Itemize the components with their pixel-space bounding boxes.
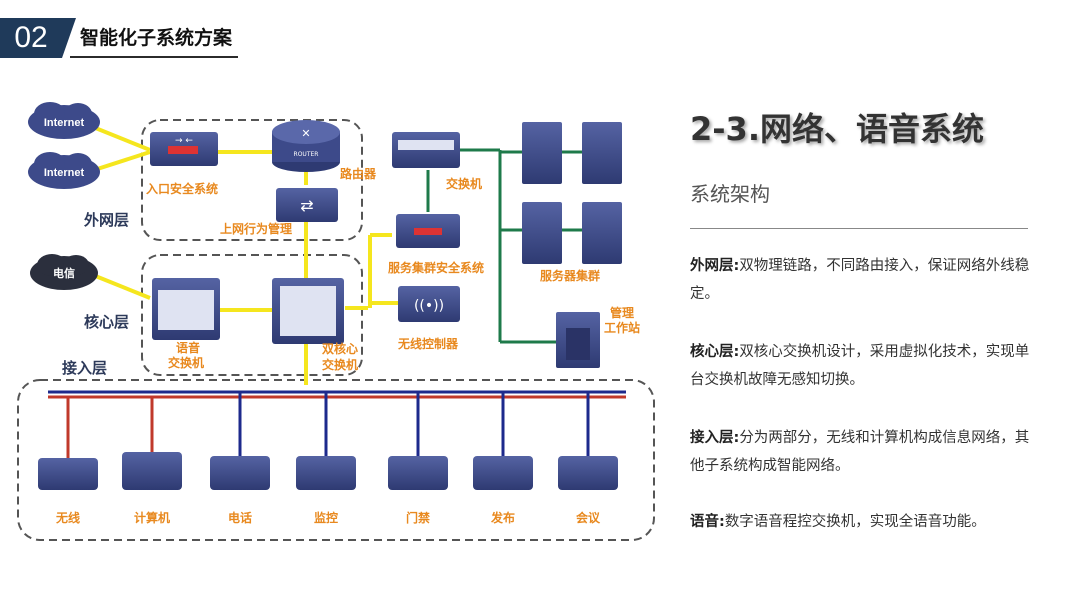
- slide-header: 02 智能化子系统方案: [0, 18, 238, 58]
- server-cluster: [522, 122, 622, 264]
- svg-text:((•)): ((•)): [414, 298, 444, 314]
- desc-core-layer: 核心层:双核心交换机设计，采用虚拟化技术，实现单台交换机故障无感知切换。: [690, 338, 1040, 394]
- endpoint-label-wireless: 无线: [55, 510, 80, 525]
- label-router: 路由器: [340, 166, 377, 181]
- cloud-telecom: 电信: [30, 254, 98, 290]
- endpoint-label-surveillance: 监控: [314, 510, 338, 525]
- management-workstation: [556, 312, 600, 368]
- network-diagram: Internet Internet 电信 → ← ✕ ROUTER ⇄: [0, 80, 660, 580]
- label-switch: 交换机: [446, 176, 482, 191]
- layer-label-access: 接入层: [62, 359, 107, 377]
- cloud-label: Internet: [44, 117, 85, 129]
- endpoint-label-access-control: 门禁: [406, 510, 430, 525]
- desc-text: 数字语音程控交换机，实现全语音功能。: [724, 514, 986, 530]
- layer-label-core: 核心层: [84, 313, 129, 331]
- layer-label-outer: 外网层: [83, 211, 129, 229]
- router-device: ✕ ROUTER: [272, 120, 340, 172]
- endpoint-label-conference: 会议: [576, 510, 601, 525]
- section-divider: [690, 228, 1028, 229]
- label-wireless-controller: 无线控制器: [397, 336, 459, 351]
- label-dual-core-line1: 双核心: [322, 341, 358, 356]
- cluster-security-device: [396, 214, 460, 248]
- endpoint-label-computer: 计算机: [134, 510, 170, 525]
- header-underline: [70, 56, 238, 58]
- label-cluster-security: 服务集群安全系统: [388, 260, 484, 275]
- network-diagram-svg: Internet Internet 电信 → ← ✕ ROUTER ⇄: [17, 102, 655, 541]
- outer-layer-box: [141, 119, 363, 241]
- label-voice-switch-line1: 语音: [176, 340, 200, 355]
- svg-text:✕: ✕: [301, 127, 310, 140]
- endpoint-label-phone: 电话: [228, 510, 252, 525]
- label-server-cluster: 服务器集群: [540, 268, 600, 283]
- cloud-label: Internet: [44, 167, 85, 179]
- desc-text: 分为两部分，无线和计算机构成信息网络，其他子系统构成智能网络。: [690, 430, 1030, 474]
- label-management-line2: 工作站: [604, 320, 640, 335]
- router-badge: ROUTER: [294, 151, 319, 158]
- desc-term: 接入层:: [690, 430, 740, 446]
- desc-text: 双核心交换机设计，采用虚拟化技术，实现单台交换机故障无感知切换。: [690, 344, 1030, 388]
- desc-voice: 语音:数字语音程控交换机，实现全语音功能。: [690, 508, 1040, 536]
- header-title: 智能化子系统方案: [80, 27, 233, 49]
- entry-security-device: → ←: [150, 132, 218, 166]
- section-title: 2-3.网络、语音系统: [690, 110, 984, 148]
- cloud-internet-2: Internet: [28, 152, 100, 189]
- label-entry-security: 入口安全系统: [146, 181, 218, 196]
- endpoint-label-publishing: 发布: [490, 510, 515, 525]
- access-drops: [66, 392, 590, 460]
- switch-device: [392, 132, 460, 168]
- access-layer-box: [17, 379, 655, 541]
- endpoint-devices: [38, 452, 618, 490]
- svg-text:⇄: ⇄: [300, 196, 313, 215]
- section-subtitle: 系统架构: [690, 182, 770, 206]
- section-number-badge: 02: [0, 18, 62, 58]
- cloud-internet-1: Internet: [28, 102, 100, 139]
- desc-term: 外网层:: [690, 258, 740, 274]
- core-layer-box: [141, 254, 363, 376]
- label-behavior-management: 上网行为管理: [220, 221, 292, 236]
- desc-outer-layer: 外网层:双物理链路，不同路由接入，保证网络外线稳定。: [690, 252, 1040, 308]
- label-management-line1: 管理: [610, 305, 634, 320]
- desc-text: 双物理链路，不同路由接入，保证网络外线稳定。: [690, 258, 1030, 302]
- label-voice-switch-line2: 交换机: [168, 355, 204, 370]
- desc-access-layer: 接入层:分为两部分，无线和计算机构成信息网络，其他子系统构成智能网络。: [690, 424, 1040, 480]
- badge-arrow: [62, 18, 76, 58]
- behavior-management-device: ⇄: [276, 188, 338, 222]
- voice-switch-device: [152, 278, 220, 340]
- desc-term: 语音:: [690, 514, 725, 530]
- wireless-controller-device: ((•)): [398, 286, 460, 322]
- cloud-label: 电信: [53, 266, 75, 280]
- dual-core-switch-device: [272, 278, 344, 344]
- desc-term: 核心层:: [690, 344, 740, 360]
- label-dual-core-line2: 交换机: [322, 357, 358, 372]
- svg-text:→ ←: → ←: [175, 136, 193, 146]
